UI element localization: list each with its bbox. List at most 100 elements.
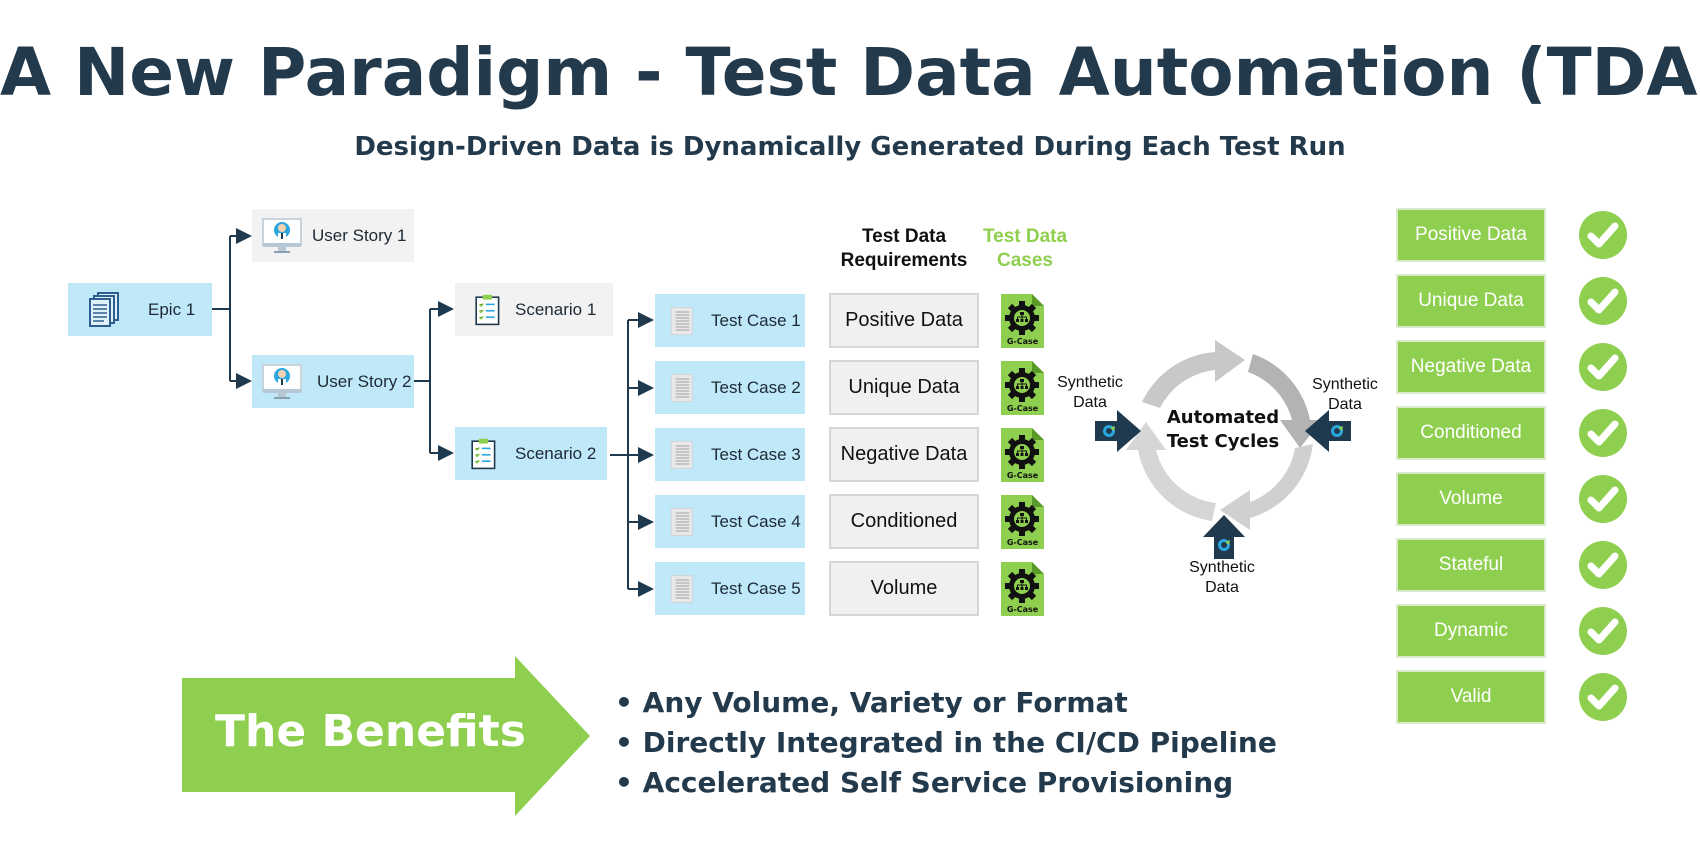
checkmark-icon <box>1579 211 1627 259</box>
synthetic-line-1: Synthetic <box>1189 559 1255 576</box>
checkmark-icon <box>1579 343 1627 391</box>
data-type-badge: Unique Data <box>1396 274 1546 328</box>
clipboard-checklist-icon <box>475 294 500 325</box>
user-monitor-icon <box>262 217 302 253</box>
synthetic-data-arrow-left-icon <box>1095 410 1141 452</box>
g-case-icon: G-Case <box>1001 562 1044 616</box>
cases-header-line-1: Test Data <box>982 226 1068 247</box>
test-cycle-diagram <box>1126 340 1322 530</box>
g-case-label: G-Case <box>1007 404 1039 413</box>
requirement-box: Negative Data <box>829 427 979 482</box>
benefits-arrow-shape <box>182 656 590 816</box>
cycle-arrow-right <box>1248 354 1322 448</box>
test-data-cases-header: Test Data Cases <box>975 225 1075 273</box>
checkmark-icon <box>1579 673 1627 721</box>
document-lines-icon <box>670 440 693 469</box>
synthetic-line-1: Synthetic <box>1312 376 1378 393</box>
user-story-label: User Story 1 <box>312 225 407 245</box>
user-monitor-icon <box>262 363 302 399</box>
checkmark-icon <box>1579 277 1627 325</box>
benefit-item-2: • Directly Integrated in the CI/CD Pipel… <box>615 726 1277 759</box>
document-lines-icon <box>670 373 693 402</box>
benefit-text: Directly Integrated in the CI/CD Pipelin… <box>642 726 1277 759</box>
checkmark-icon <box>1579 541 1627 589</box>
user-story-label: User Story 2 <box>317 371 412 391</box>
benefit-text: Accelerated Self Service Provisioning <box>642 766 1234 799</box>
data-type-badge: Conditioned <box>1396 406 1546 460</box>
page-title: A New Paradigm - Test Data Automation (T… <box>0 34 1700 111</box>
g-case-label: G-Case <box>1007 605 1039 614</box>
data-type-badge: Positive Data <box>1396 208 1546 262</box>
user-story-node-2[interactable]: User Story 2 <box>252 355 414 408</box>
synthetic-line-1: Synthetic <box>1057 374 1123 391</box>
connector-story-2 <box>413 309 431 453</box>
document-lines-icon <box>670 306 693 335</box>
requirement-box: Conditioned <box>829 494 979 549</box>
synthetic-line-2: Data <box>1328 396 1362 413</box>
cycle-label-line-1: Automated <box>1166 407 1280 428</box>
test-case-node-1[interactable]: Test Case 1 <box>655 294 805 347</box>
synthetic-line-2: Data <box>1073 394 1107 411</box>
synthetic-data-arrow-right-icon <box>1305 410 1351 452</box>
test-case-node-2[interactable]: Test Case 2 <box>655 361 805 414</box>
scenario-node-2[interactable]: Scenario 2 <box>455 427 607 480</box>
checkmark-icon <box>1579 409 1627 457</box>
g-case-label: G-Case <box>1007 471 1039 480</box>
data-type-badge: Volume <box>1396 472 1546 526</box>
test-case-node-3[interactable]: Test Case 3 <box>655 428 805 481</box>
g-case-icon: G-Case <box>1001 495 1044 549</box>
checkmark-icon <box>1579 475 1627 523</box>
document-lines-icon <box>670 507 693 536</box>
data-type-badge: Dynamic <box>1396 604 1546 658</box>
data-type-badge: Negative Data <box>1396 340 1546 394</box>
requirements-header-line-2: Requirements <box>840 250 968 271</box>
synthetic-data-label-right: Synthetic Data <box>1305 375 1385 415</box>
test-case-label: Test Case 1 <box>711 310 801 330</box>
document-lines-icon <box>670 574 693 603</box>
scenario-node-1[interactable]: Scenario 1 <box>455 283 613 336</box>
cycle-label-line-2: Test Cycles <box>1166 431 1280 452</box>
synthetic-line-2: Data <box>1205 579 1239 596</box>
epic-node[interactable]: Epic 1 <box>68 283 212 336</box>
cycle-arrow-left <box>1126 422 1216 521</box>
g-case-icon: G-Case <box>1001 294 1044 348</box>
scenario-label: Scenario 2 <box>515 443 597 463</box>
clipboard-checklist-icon <box>471 438 496 469</box>
requirement-box: Unique Data <box>829 360 979 415</box>
synthetic-data-arrow-bottom-icon <box>1203 515 1245 559</box>
test-case-label: Test Case 3 <box>711 444 801 464</box>
epic-label: Epic 1 <box>148 299 196 319</box>
requirements-header: Test Data Requirements <box>829 225 979 273</box>
cycle-arrow-bottom-right <box>1220 444 1313 530</box>
synthetic-data-label-left: Synthetic Data <box>1050 373 1130 413</box>
g-case-icon: G-Case <box>1001 428 1044 482</box>
test-case-label: Test Case 5 <box>711 578 801 598</box>
connector-epic <box>212 236 231 381</box>
requirement-box: Volume <box>829 561 979 616</box>
g-case-label: G-Case <box>1007 337 1039 346</box>
connector-scenario-2 <box>610 320 629 589</box>
user-story-node-1[interactable]: User Story 1 <box>252 209 414 262</box>
requirement-box: Positive Data <box>829 293 979 348</box>
synthetic-data-label-bottom: Synthetic Data <box>1182 558 1262 598</box>
test-case-label: Test Case 2 <box>711 377 801 397</box>
test-case-node-5[interactable]: Test Case 5 <box>655 562 805 615</box>
benefit-item-1: • Any Volume, Variety or Format <box>615 686 1128 719</box>
g-case-icon: G-Case <box>1001 361 1044 415</box>
cycle-label: Automated Test Cycles <box>1148 406 1298 454</box>
checkmark-icon <box>1579 607 1627 655</box>
benefit-item-3: • Accelerated Self Service Provisioning <box>615 766 1234 799</box>
benefit-text: Any Volume, Variety or Format <box>642 686 1128 719</box>
page-subtitle: Design-Driven Data is Dynamically Genera… <box>354 132 1346 162</box>
cases-header-line-2: Cases <box>997 250 1053 271</box>
cycle-arrow-top <box>1142 340 1245 408</box>
benefits-label: The Benefits <box>215 706 526 757</box>
documents-icon <box>89 291 119 327</box>
scenario-label: Scenario 1 <box>515 299 597 319</box>
requirements-header-line-1: Test Data <box>861 226 947 247</box>
test-case-node-4[interactable]: Test Case 4 <box>655 495 805 548</box>
g-case-label: G-Case <box>1007 538 1039 547</box>
test-case-label: Test Case 4 <box>711 511 801 531</box>
data-type-badge: Valid <box>1396 670 1546 724</box>
